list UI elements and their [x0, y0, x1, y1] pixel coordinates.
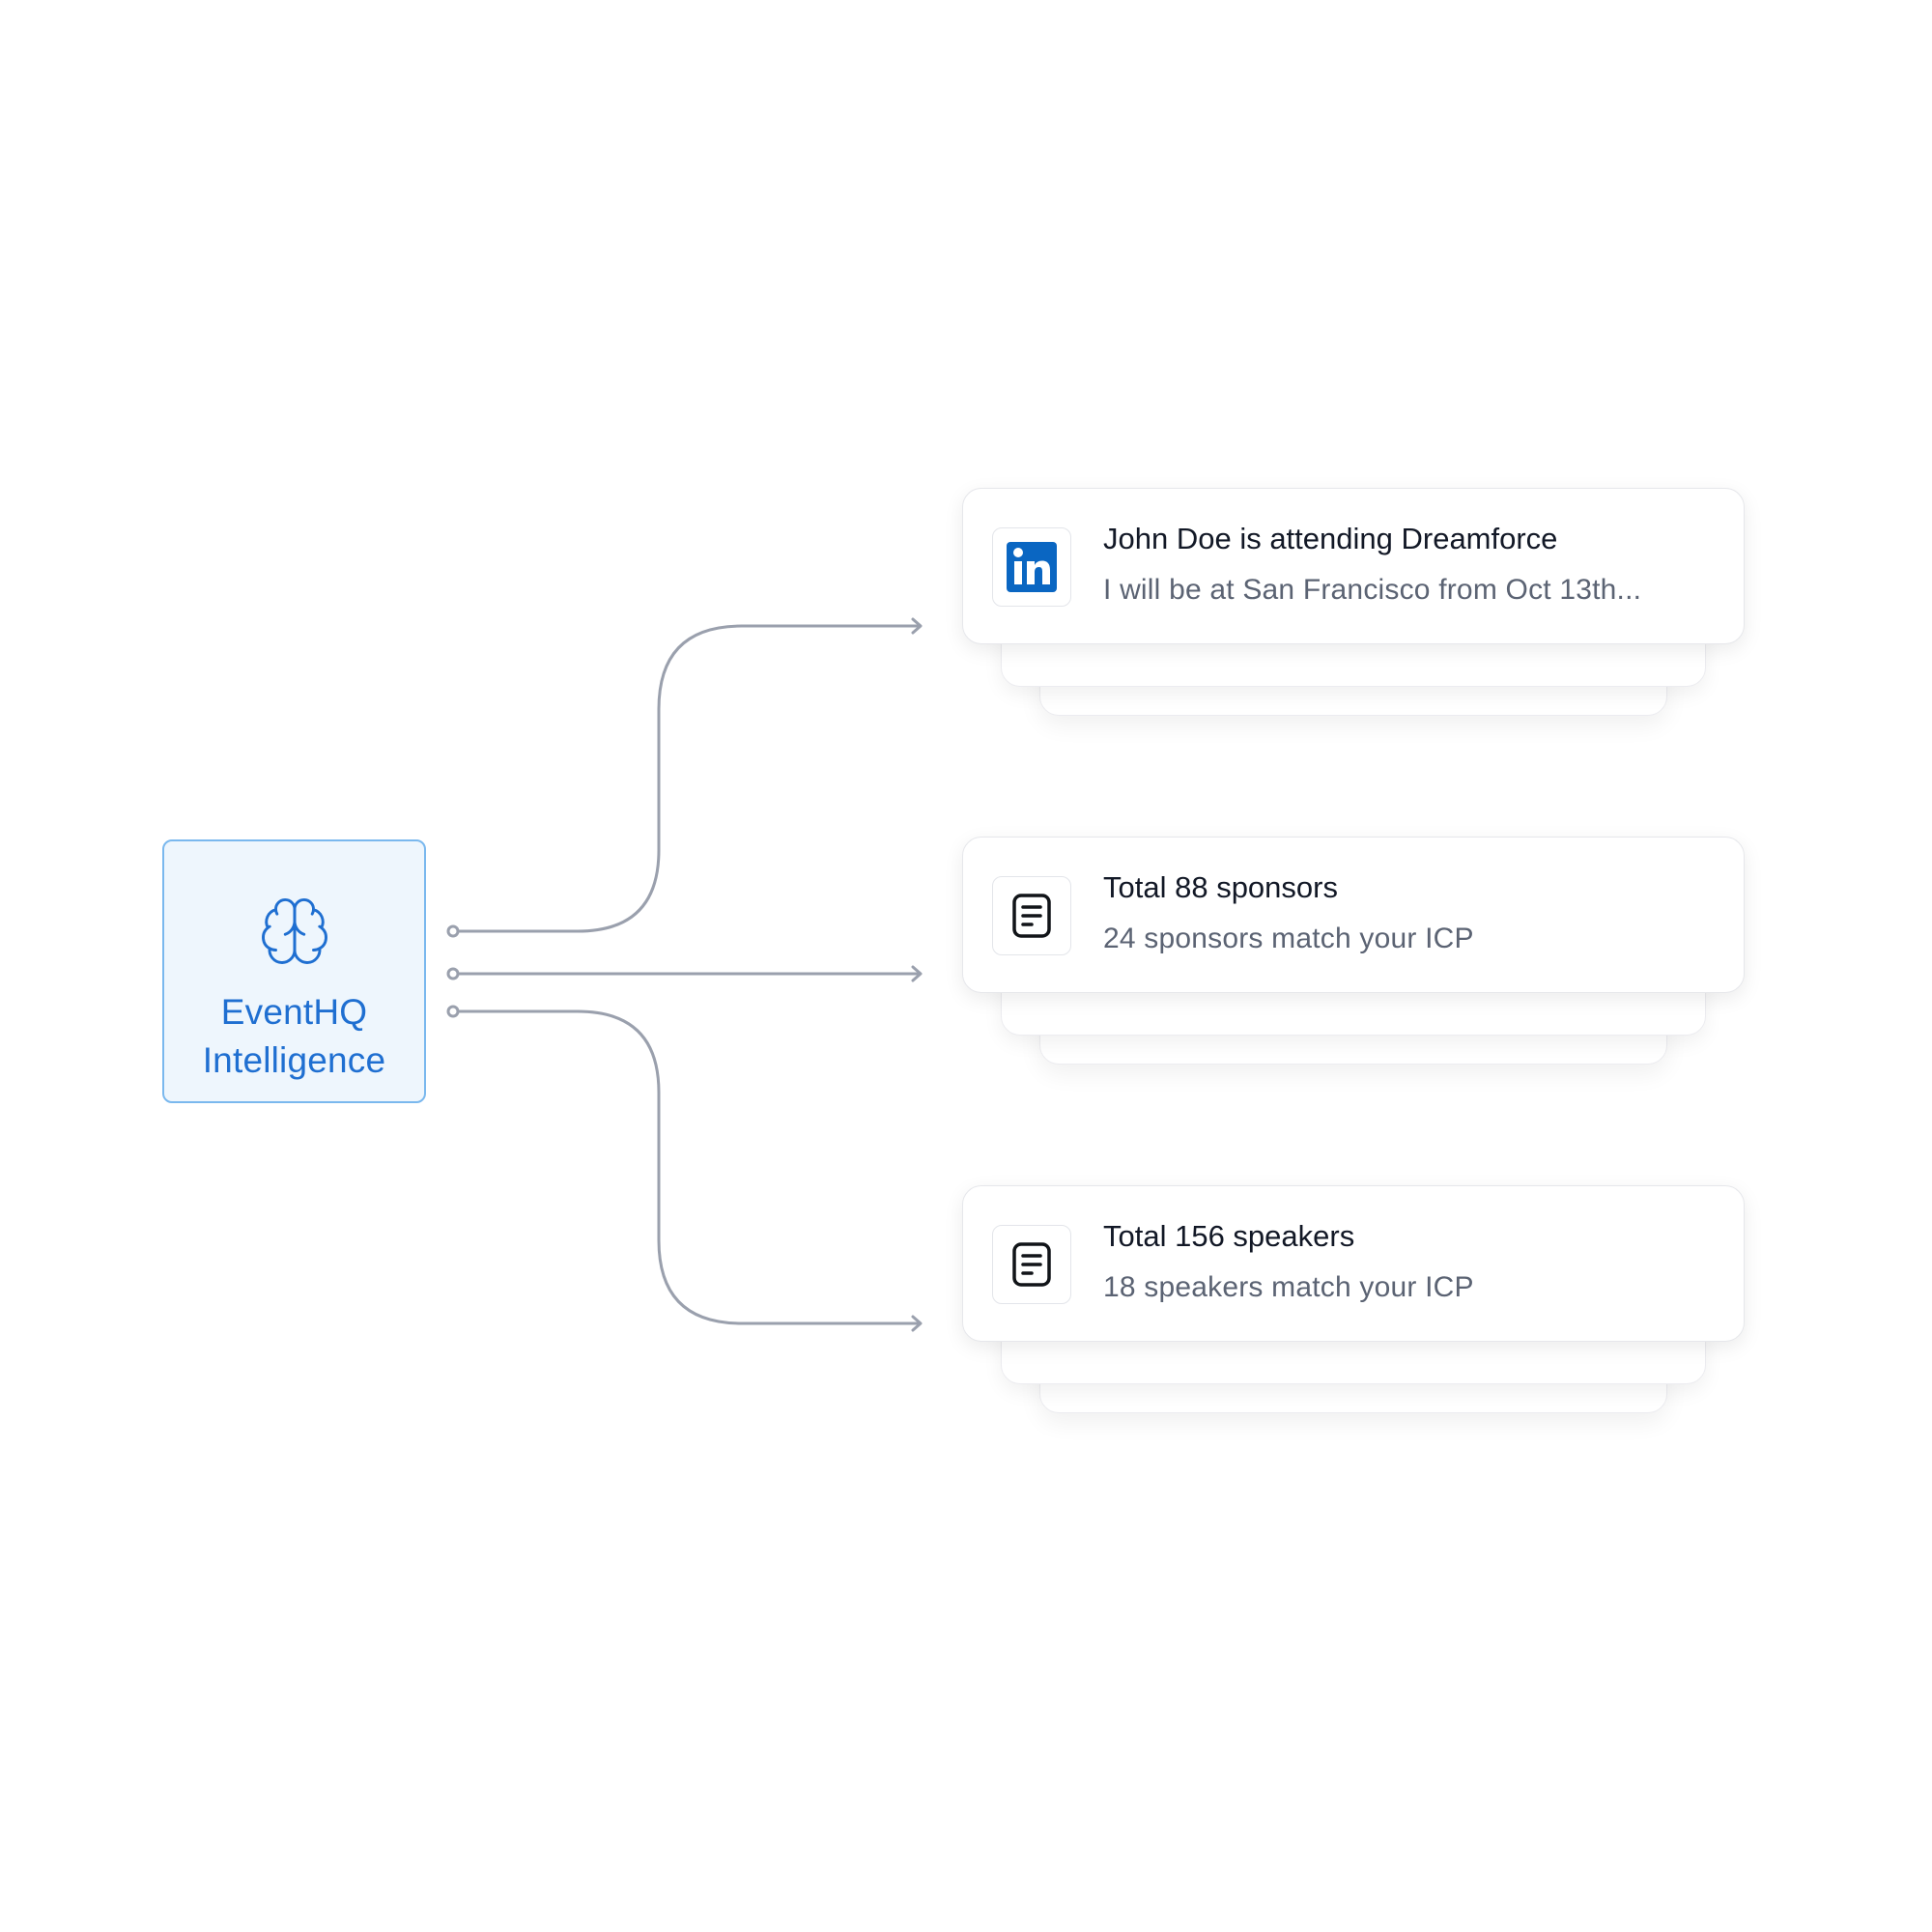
card-title: Total 156 speakers — [1103, 1219, 1355, 1253]
node-label-line2: Intelligence — [202, 1040, 386, 1080]
linkedin-icon — [1007, 542, 1057, 592]
document-icon — [1012, 894, 1051, 938]
linkedin-icon-box — [992, 527, 1071, 607]
card-subtitle: I will be at San Francisco from Oct 13th… — [1103, 574, 1642, 606]
arrowhead-top — [911, 617, 923, 635]
card-title: John Doe is attending Dreamforce — [1103, 522, 1558, 555]
speakers-card[interactable]: Total 156 speakers 18 speakers match you… — [962, 1185, 1745, 1342]
eventhq-intelligence-node: EventHQ Intelligence — [162, 839, 426, 1103]
node-label: EventHQ Intelligence — [203, 988, 386, 1085]
sponsors-card[interactable]: Total 88 sponsors 24 sponsors match your… — [962, 837, 1745, 993]
document-icon-box — [992, 1225, 1071, 1304]
brain-icon — [261, 898, 327, 964]
connector-dot-bottom — [446, 1005, 460, 1018]
connector-dot-top — [446, 924, 460, 938]
document-icon-box — [992, 876, 1071, 955]
node-label-line1: EventHQ — [220, 992, 368, 1032]
sponsors-card-stack[interactable]: Total 88 sponsors 24 sponsors match your… — [962, 837, 1745, 1078]
arrowhead-middle — [911, 965, 923, 982]
connector-to-linkedin-card — [456, 624, 922, 933]
card-title: Total 88 sponsors — [1103, 870, 1338, 904]
card-subtitle: 18 speakers match your ICP — [1103, 1271, 1474, 1303]
linkedin-card-stack[interactable]: John Doe is attending Dreamforce I will … — [962, 488, 1745, 729]
speakers-card-stack[interactable]: Total 156 speakers 18 speakers match you… — [962, 1185, 1745, 1427]
connector-to-speakers-card — [456, 1009, 922, 1325]
linkedin-attendance-card[interactable]: John Doe is attending Dreamforce I will … — [962, 488, 1745, 644]
document-icon — [1012, 1242, 1051, 1287]
arrowhead-bottom — [911, 1315, 923, 1332]
card-subtitle: 24 sponsors match your ICP — [1103, 923, 1474, 954]
connector-dot-middle — [446, 967, 460, 980]
